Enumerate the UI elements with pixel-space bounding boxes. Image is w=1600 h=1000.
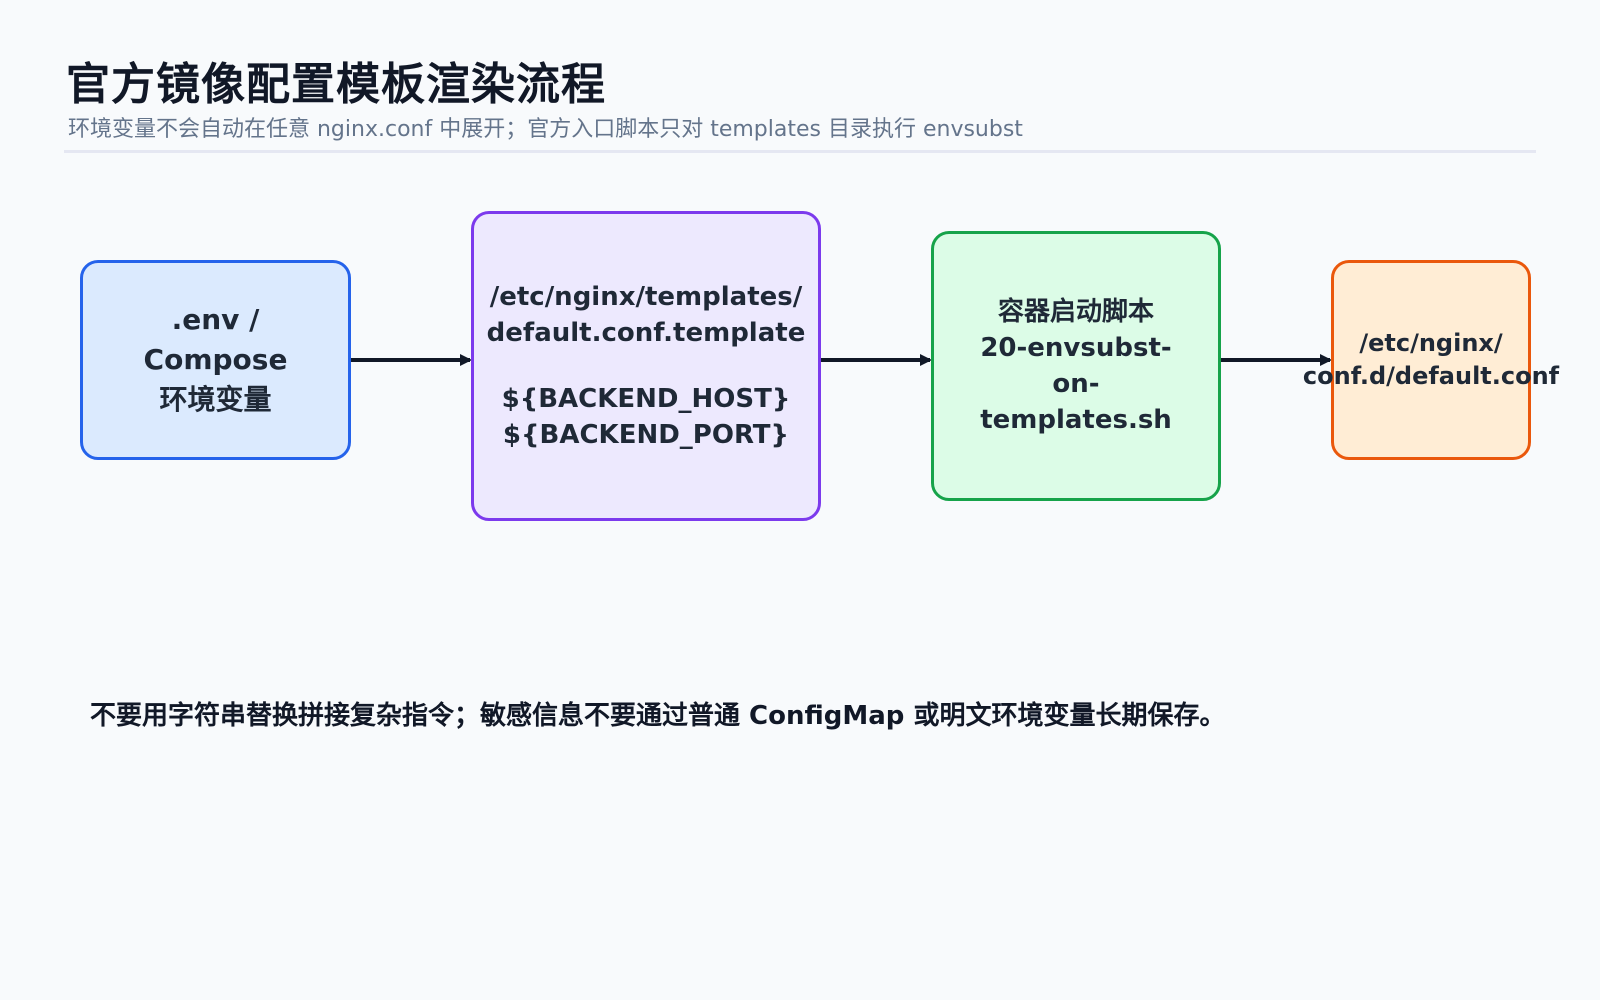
script-node-line: 容器启动脚本: [997, 297, 1154, 327]
env-source-node: .env / Compose 环境变量: [80, 260, 351, 460]
template-variable: ${BACKEND_PORT}: [502, 420, 790, 450]
output-config-node: /etc/nginx/ conf.d/default.conf: [1303, 260, 1559, 460]
entrypoint-script-node: 容器启动脚本 20-envsubst- on- templates.sh: [931, 231, 1221, 501]
page-title: 官方镜像配置模板渲染流程: [66, 59, 606, 110]
env-node-line: .env /: [171, 303, 260, 336]
env-node-line: Compose: [143, 343, 288, 376]
script-node-line: on-: [1052, 369, 1100, 399]
output-path-line: /etc/nginx/: [1359, 329, 1503, 357]
template-path-line: /etc/nginx/templates/: [489, 282, 803, 312]
header-divider: [64, 150, 1536, 153]
script-node-line: templates.sh: [980, 405, 1172, 435]
script-node-line: 20-envsubst-: [980, 333, 1172, 363]
footer-note: 不要用字符串替换拼接复杂指令；敏感信息不要通过普通 ConfigMap 或明文环…: [90, 701, 1226, 731]
template-path-line: default.conf.template: [486, 318, 806, 348]
page-subtitle: 环境变量不会自动在任意 nginx.conf 中展开；官方入口脚本只对 temp…: [68, 117, 1023, 142]
template-file-node: /etc/nginx/templates/ default.conf.templ…: [471, 211, 821, 521]
output-path-line: conf.d/default.conf: [1302, 362, 1560, 390]
env-node-line: 环境变量: [159, 383, 272, 416]
template-variable: ${BACKEND_HOST}: [501, 384, 791, 414]
